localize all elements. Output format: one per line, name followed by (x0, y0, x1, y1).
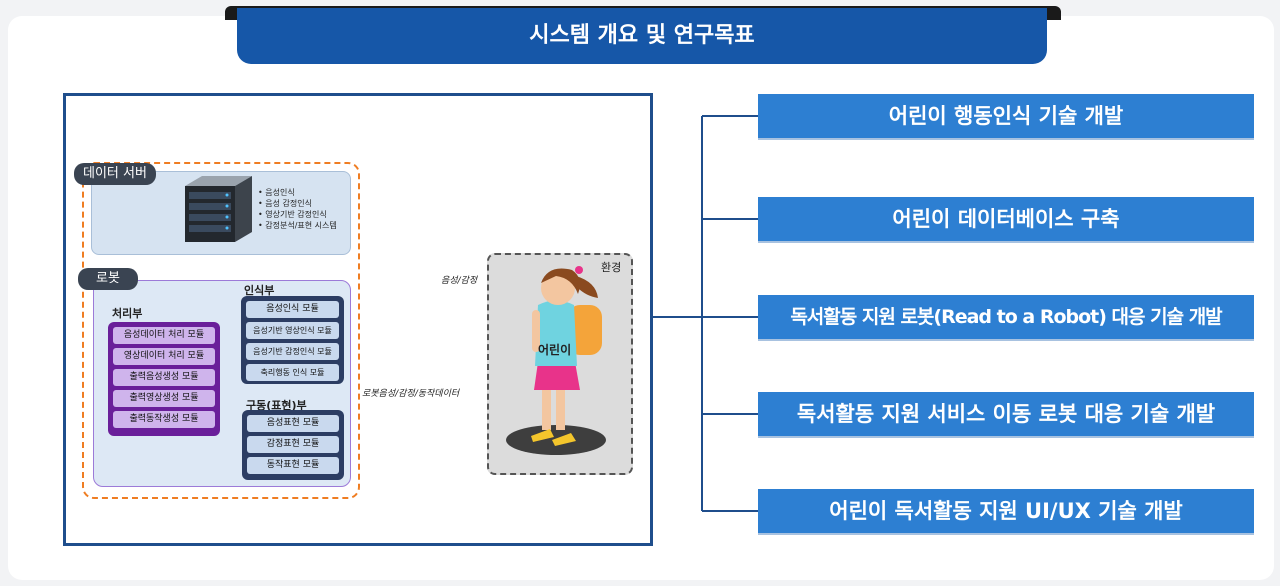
title-banner: 시스템 개요 및 연구목표 (225, 6, 1061, 64)
processing-label: 처리부 (112, 307, 143, 320)
data-server-tag: 데이터 서버 (74, 163, 156, 185)
environment-label: 환경 (601, 261, 622, 274)
actuation-module: 동작표현 모듈 (247, 457, 339, 474)
actuation-module-group: 음성표현 모듈 감정표현 모듈 동작표현 모듈 (242, 410, 344, 480)
recognition-module-group: 음성인식 모듈 음성기반 영상인식 모듈 음성기반 감정인식 모듈 축리행동 인… (241, 296, 344, 384)
child-label: 어린이 (538, 343, 572, 357)
robot-tag: 로봇 (78, 268, 138, 290)
system-boundary (82, 162, 360, 499)
recognition-module: 축리행동 인식 모듈 (246, 364, 339, 381)
actuation-module: 감정표현 모듈 (247, 436, 339, 453)
environment-panel (487, 253, 633, 475)
input-arrow-label: 음성/감정 (441, 276, 478, 286)
server-feature-item: 영상기반 감정인식 (258, 209, 337, 220)
actuation-module: 음성표현 모듈 (247, 415, 339, 432)
recognition-label: 인식부 (244, 284, 275, 297)
goal-item: 독서활동 지원 로봇(Read to a Robot) 대응 기술 개발 (758, 295, 1254, 339)
processing-module: 영상데이터 처리 모듈 (113, 348, 215, 365)
processing-module-group: 음성데이터 처리 모듈 영상데이터 처리 모듈 출력음성생성 모듈 출력영상생성… (108, 322, 220, 436)
goal-item: 어린이 데이터베이스 구축 (758, 197, 1254, 241)
goal-item: 어린이 행동인식 기술 개발 (758, 94, 1254, 138)
processing-module: 출력영상생성 모듈 (113, 390, 215, 407)
output-arrow-label: 로봇음성/감정/동작데이터 (362, 389, 460, 399)
goal-item: 어린이 독서활동 지원 UI/UX 기술 개발 (758, 489, 1254, 533)
server-feature-item: 음성인식 (258, 187, 337, 198)
server-feature-item: 감정분석/표현 시스템 (258, 220, 336, 231)
recognition-module: 음성인식 모듈 (246, 301, 339, 318)
processing-module: 음성데이터 처리 모듈 (113, 327, 215, 344)
server-feature-item: 음성 감정인식 (258, 198, 337, 209)
server-feature-list: 음성인식 음성 감정인식 영상기반 감정인식 감정분석/표현 시스템 (258, 187, 337, 231)
goal-item: 독서활동 지원 서비스 이동 로봇 대응 기술 개발 (758, 392, 1254, 436)
recognition-module: 음성기반 영상인식 모듈 (246, 322, 339, 339)
actuation-label: 구동(표현)부 (246, 399, 307, 412)
page-title: 시스템 개요 및 연구목표 (237, 8, 1047, 64)
processing-module: 출력동작생성 모듈 (113, 411, 215, 428)
processing-module: 출력음성생성 모듈 (113, 369, 215, 386)
recognition-module: 음성기반 감정인식 모듈 (246, 343, 339, 360)
